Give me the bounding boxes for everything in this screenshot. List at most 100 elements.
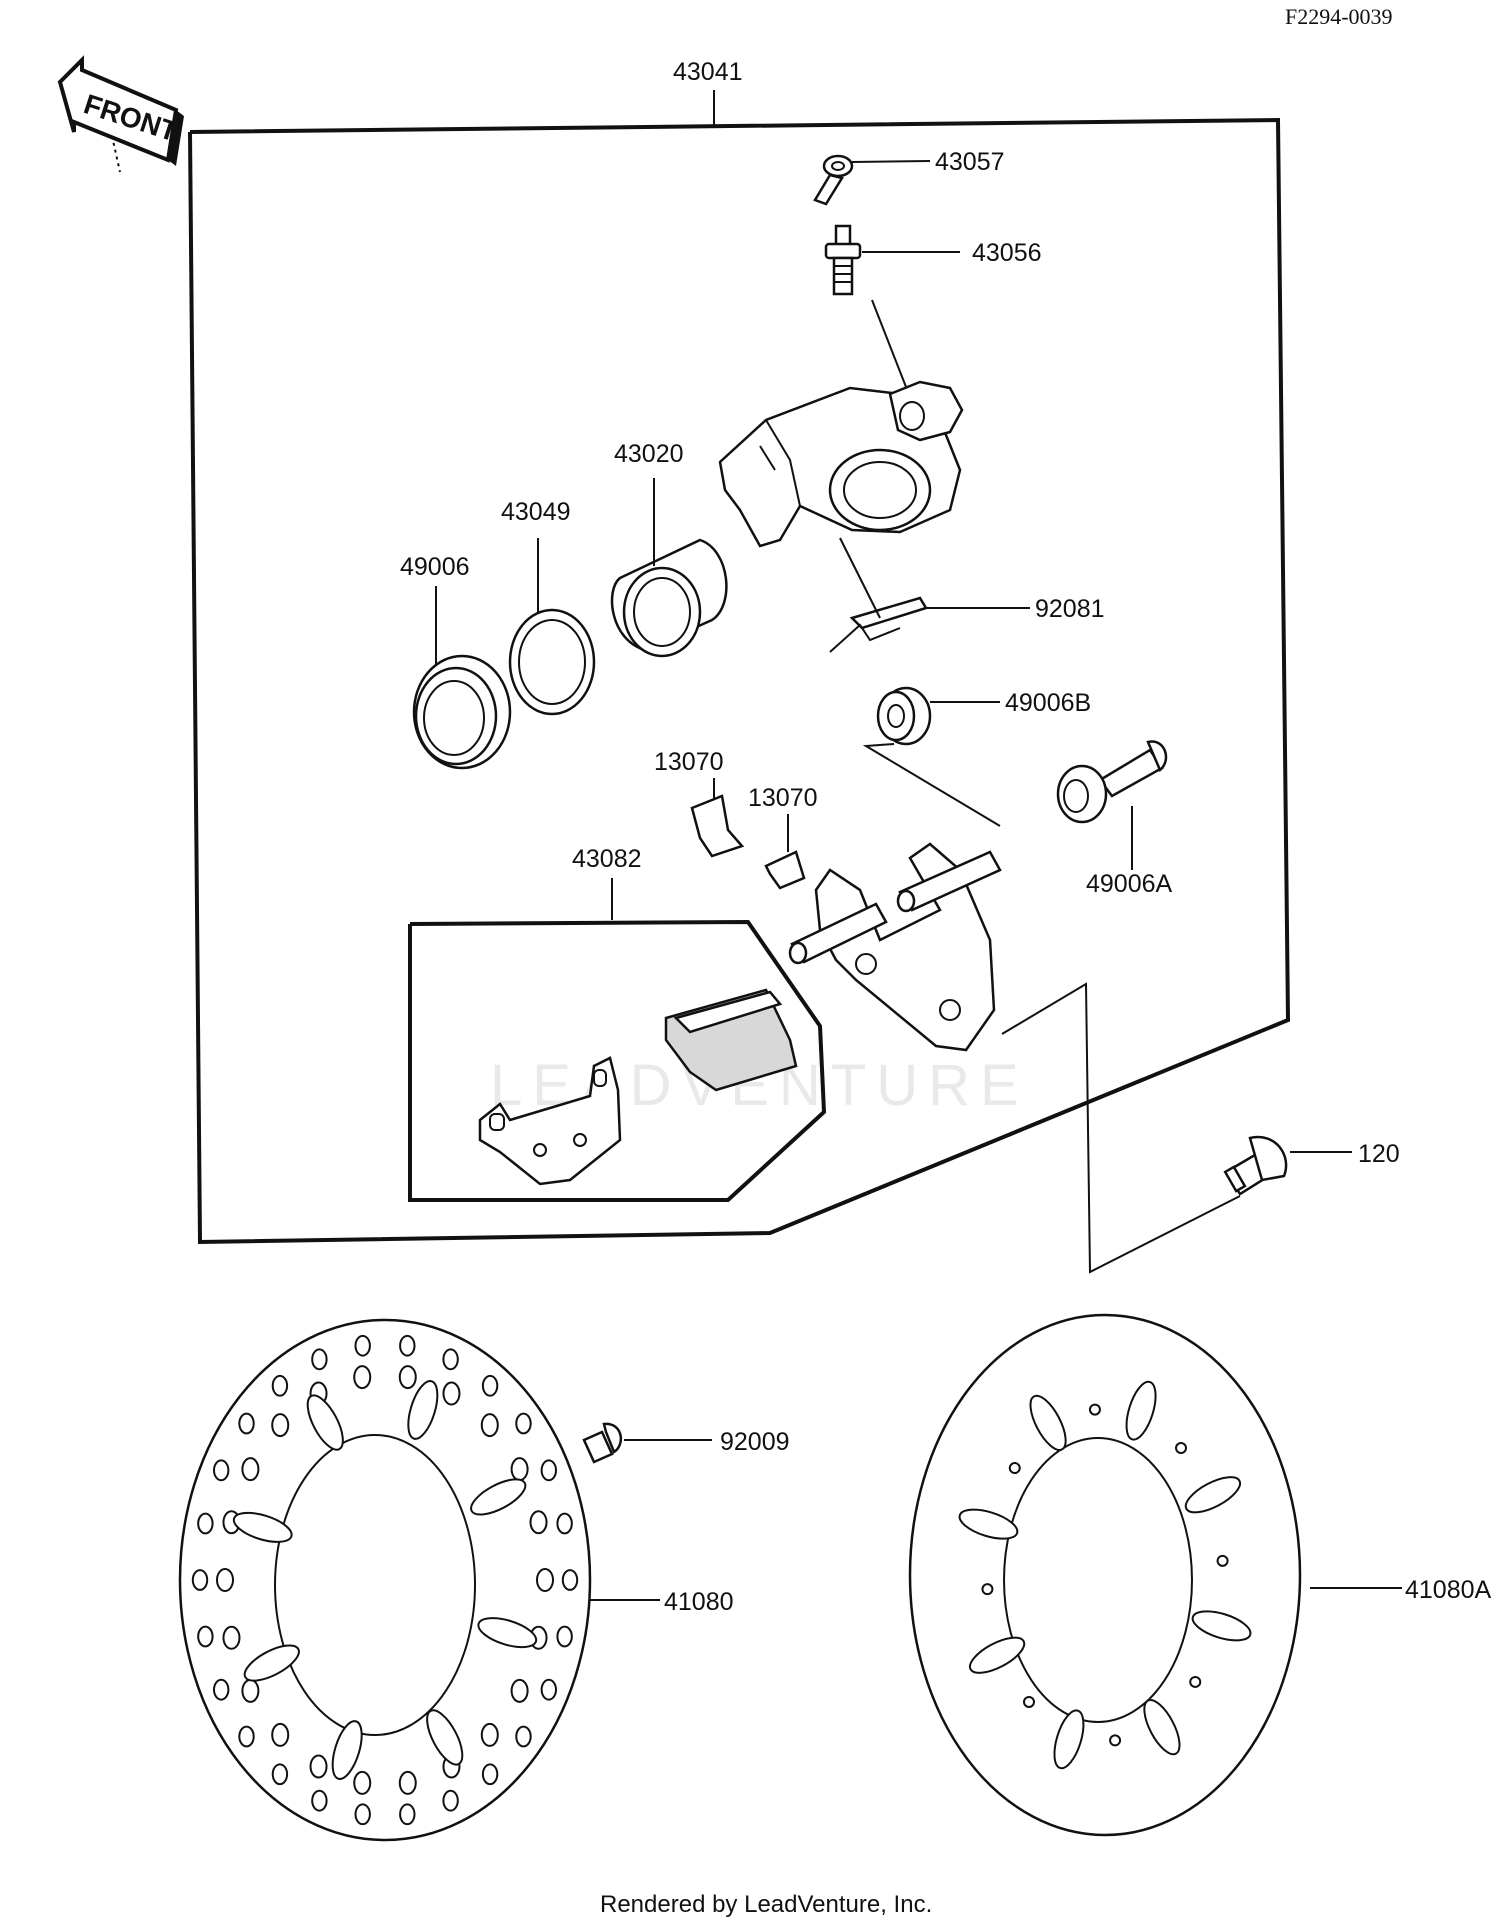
label-43041: 43041 <box>673 58 743 86</box>
part-43057 <box>813 154 854 206</box>
diagram-code: F2294-0039 <box>1285 4 1393 29</box>
label-49006: 49006 <box>400 553 470 581</box>
part-49006 <box>412 654 512 770</box>
drill-hole <box>353 1365 372 1390</box>
label-92081: 92081 <box>1035 595 1105 623</box>
label-43049: 43049 <box>501 498 571 526</box>
drill-hole <box>442 1348 459 1371</box>
label-43056: 43056 <box>972 239 1042 267</box>
drill-hole <box>311 1789 328 1812</box>
part-brake-pad-rear <box>478 1056 622 1186</box>
drill-hole <box>536 1568 554 1592</box>
drill-hole <box>529 1510 548 1535</box>
bolt-hole <box>1216 1554 1229 1567</box>
bolt-hole <box>1109 1734 1122 1747</box>
drill-hole <box>442 1381 461 1406</box>
slot-hole <box>477 1617 538 1649</box>
bolt-hole <box>1022 1695 1035 1708</box>
label-49006B: 49006B <box>1005 689 1091 717</box>
drill-hole <box>191 1569 209 1591</box>
label-43057: 43057 <box>935 148 1005 176</box>
drill-hole <box>481 1763 499 1786</box>
drill-hole <box>238 1725 255 1748</box>
part-13070-clip-1 <box>690 794 745 858</box>
part-43049 <box>508 608 596 716</box>
drill-hole <box>399 1803 416 1826</box>
label-49006A: 49006A <box>1086 870 1173 898</box>
footer-credit: Rendered by LeadVenture, Inc. <box>600 1891 932 1918</box>
drill-hole <box>353 1770 372 1795</box>
drill-hole <box>197 1512 214 1535</box>
drill-hole <box>510 1678 529 1703</box>
part-caliper-bracket <box>788 842 1002 1052</box>
slot-hole <box>331 1720 363 1780</box>
drill-hole <box>241 1457 260 1482</box>
part-43020 <box>610 538 728 658</box>
drill-hole <box>354 1803 371 1826</box>
drill-hole <box>271 1763 289 1786</box>
label-43020: 43020 <box>614 440 684 468</box>
front-arrow-icon: FRONT <box>57 55 184 173</box>
drill-hole <box>561 1569 579 1591</box>
slot-hole <box>1191 1610 1252 1642</box>
kit-outline-43041 <box>188 117 1291 1245</box>
label-120: 120 <box>1358 1140 1400 1168</box>
part-13070-clip-2 <box>764 850 806 890</box>
bolt-hole <box>1008 1462 1021 1475</box>
part-41080 <box>178 1318 592 1842</box>
drill-hole <box>480 1722 499 1747</box>
drill-hole <box>556 1512 573 1535</box>
slot-hole <box>1143 1699 1181 1756</box>
drill-hole <box>480 1413 499 1438</box>
drill-hole <box>540 1459 558 1482</box>
label-43082: 43082 <box>572 845 642 873</box>
drill-hole <box>510 1457 529 1482</box>
part-brake-pad-front <box>664 988 798 1092</box>
part-41080A <box>908 1313 1302 1837</box>
drill-hole <box>481 1374 499 1397</box>
drill-hole <box>238 1412 255 1435</box>
slot-hole <box>958 1508 1019 1540</box>
slot-hole <box>426 1709 464 1766</box>
label-92009: 92009 <box>720 1428 790 1456</box>
drill-hole <box>311 1348 328 1371</box>
slot-hole <box>470 1478 527 1516</box>
drill-hole <box>399 1334 416 1357</box>
label-41080A: 41080A <box>1405 1576 1492 1604</box>
slot-hole <box>1125 1380 1157 1441</box>
part-92081 <box>829 596 928 653</box>
part-92009 <box>582 1422 623 1464</box>
drill-hole <box>212 1678 230 1701</box>
drill-hole <box>197 1625 214 1648</box>
drill-hole <box>442 1789 459 1812</box>
drill-hole <box>271 1374 289 1397</box>
drill-hole <box>398 1365 417 1390</box>
drill-hole <box>515 1725 532 1748</box>
drill-hole <box>271 1722 290 1747</box>
slot-hole <box>232 1511 293 1543</box>
slot-hole <box>243 1644 300 1682</box>
slot-hole <box>1029 1394 1067 1451</box>
slot-hole <box>1184 1476 1242 1514</box>
label-41080: 41080 <box>664 1588 734 1616</box>
slot-hole <box>407 1380 439 1440</box>
slot-hole <box>1053 1709 1085 1770</box>
label-13070-b: 13070 <box>748 784 818 812</box>
drill-hole <box>212 1459 230 1482</box>
drill-hole <box>556 1625 573 1648</box>
kit-outline-43082 <box>408 919 827 1202</box>
part-49006A <box>1056 740 1168 824</box>
part-49006B <box>876 686 932 746</box>
slot-hole <box>968 1636 1026 1674</box>
drill-hole <box>354 1334 371 1357</box>
bolt-hole <box>1088 1403 1101 1416</box>
slot-hole <box>306 1394 344 1451</box>
part-120 <box>1223 1135 1288 1196</box>
drill-hole <box>398 1770 417 1795</box>
drill-hole <box>309 1754 328 1779</box>
drill-hole <box>241 1678 260 1703</box>
part-caliper-body <box>718 380 964 548</box>
bolt-hole <box>981 1583 994 1596</box>
bolt-hole <box>1175 1442 1188 1455</box>
